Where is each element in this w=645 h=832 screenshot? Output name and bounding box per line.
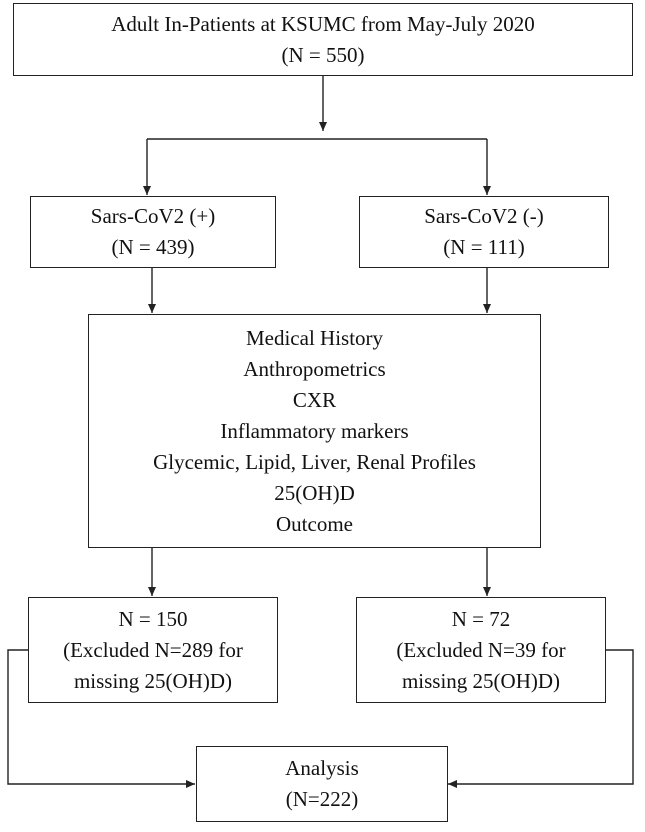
- assessment-item: 25(OH)D: [274, 480, 355, 505]
- analysis-count: (N=222): [285, 787, 359, 811]
- positive-final-reason: missing 25(OH)D): [73, 668, 233, 693]
- analysis-label: Analysis: [285, 756, 359, 780]
- positive-final-box: N = 150 (Excluded N=289 for missing 25(O…: [28, 597, 278, 703]
- negative-box: Sars-CoV2 (-) (N = 111): [359, 196, 609, 268]
- cohort-title: Adult In-Patients at KSUMC from May-July…: [111, 11, 535, 36]
- positive-final-excluded: (Excluded N=289 for: [63, 637, 243, 662]
- cohort-box: Adult In-Patients at KSUMC from May-July…: [13, 3, 633, 76]
- cohort-count: (N = 550): [281, 42, 365, 67]
- negative-final-reason: missing 25(OH)D): [401, 668, 561, 693]
- assessment-box: Medical History Anthropometrics CXR Infl…: [88, 314, 541, 548]
- positive-box: Sars-CoV2 (+) (N = 439): [30, 196, 276, 268]
- analysis-box: Analysis (N=222): [196, 746, 448, 822]
- negative-final-count: N = 72: [451, 606, 511, 631]
- assessment-item: Inflammatory markers: [220, 418, 409, 443]
- negative-label: Sars-CoV2 (-): [424, 204, 544, 228]
- negative-final-excluded: (Excluded N=39 for: [396, 637, 566, 662]
- assessment-item: CXR: [292, 387, 337, 412]
- assessment-item: Medical History: [245, 325, 384, 350]
- negative-count: (N = 111): [443, 235, 525, 259]
- positive-count: (N = 439): [111, 235, 195, 259]
- positive-label: Sars-CoV2 (+): [90, 204, 216, 228]
- arrow-positive-final-to-analysis: [7, 649, 195, 788]
- assessment-item: Anthropometrics: [243, 356, 386, 381]
- assessment-item: Glycemic, Lipid, Liver, Renal Profiles: [153, 449, 476, 474]
- arrow-negative-final-to-analysis: [448, 649, 634, 788]
- negative-final-box: N = 72 (Excluded N=39 for missing 25(OH)…: [356, 597, 606, 703]
- assessment-item: Outcome: [276, 511, 353, 536]
- positive-final-count: N = 150: [118, 606, 188, 631]
